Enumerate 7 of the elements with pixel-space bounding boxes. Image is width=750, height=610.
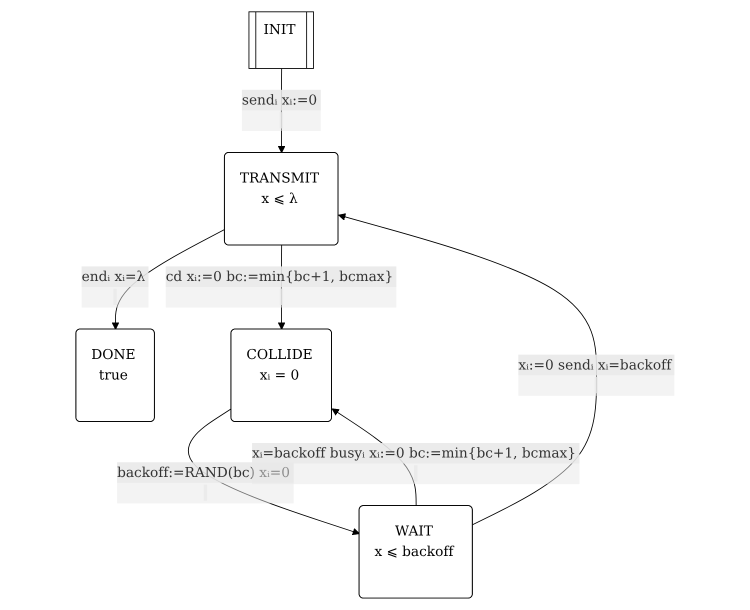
edge-label: xᵢ:=0 sendᵢ xᵢ=backoff [518, 356, 671, 373]
edge-label: cd xᵢ:=0 bc:=min{bc+1, bcmax} [165, 268, 393, 284]
edge-label: sendᵢ xᵢ:=0 [242, 92, 317, 108]
edge-label: xᵢ=backoff busyᵢ xᵢ:=0 bc:=min{bc+1, bcmax} [252, 444, 576, 461]
edge-label: endᵢ xᵢ=λ [81, 268, 145, 284]
edge-label: backoff:=RAND(bc) xᵢ=0 [116, 464, 290, 480]
arrow [338, 213, 597, 526]
